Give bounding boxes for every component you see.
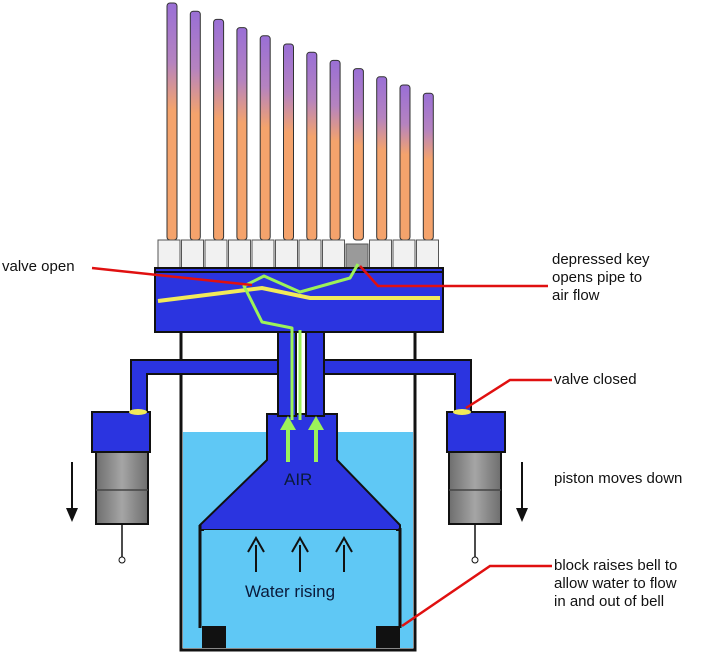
- key: [275, 239, 298, 269]
- organ-pipe: [376, 76, 388, 241]
- label-depressed-key-3: air flow: [552, 287, 600, 304]
- pointer-block: [401, 564, 552, 628]
- water-arrow-1: [247, 535, 265, 572]
- label-depressed-key-2: opens pipe to: [552, 269, 643, 286]
- pointer-valve-closed: [465, 378, 552, 410]
- organ-pipe: [166, 2, 178, 241]
- key: [416, 239, 439, 269]
- bell-inner-water: [204, 530, 396, 626]
- duct-left: [130, 359, 279, 413]
- organ-pipe: [189, 10, 201, 241]
- organ-pipe: [399, 84, 411, 241]
- key: [369, 239, 392, 269]
- label-block-2: allow water to flow: [554, 575, 677, 592]
- organ-pipe: [283, 43, 294, 241]
- piston-left: [91, 409, 151, 564]
- support-block-left: [202, 626, 226, 648]
- label-water-rising: Water rising: [245, 582, 336, 601]
- organ-pipe: [259, 35, 271, 241]
- valve-slot: [157, 285, 440, 303]
- key: [181, 239, 204, 269]
- piston-down-arrow-right: [516, 462, 528, 522]
- label-piston-moves-down: piston moves down: [554, 470, 683, 487]
- duct-right: [323, 359, 472, 413]
- organ-pipe: [352, 68, 364, 241]
- key: [298, 239, 322, 269]
- pointer-depressed-key: [359, 265, 548, 288]
- label-block-1: block raises bell to: [554, 557, 678, 574]
- water-arrow-2: [291, 535, 309, 572]
- organ-pipes: [166, 2, 434, 241]
- label-valve-open: valve open: [2, 258, 75, 275]
- piston-right: [446, 409, 506, 564]
- supply-pipe-right: [305, 331, 325, 417]
- organ-pipe: [329, 59, 341, 241]
- label-depressed-key-1: depressed key: [552, 251, 650, 268]
- label-air: AIR: [284, 470, 313, 489]
- key: [392, 239, 416, 269]
- air-arrow-left: [280, 416, 296, 462]
- organ-pipe: [422, 92, 434, 241]
- key: [251, 239, 275, 269]
- key: [228, 239, 251, 269]
- organ-pipe: [306, 51, 318, 241]
- air-flow-path: [242, 263, 360, 420]
- key: [322, 239, 345, 269]
- support-block-right: [376, 626, 400, 648]
- tank-walls: [179, 332, 417, 652]
- organ-pipe: [236, 27, 248, 241]
- water-arrow-3: [335, 535, 353, 572]
- organ-pipe: [213, 18, 225, 241]
- key: [157, 239, 181, 269]
- piston-down-arrow-left: [66, 462, 78, 522]
- air-arrow-right: [308, 416, 324, 462]
- key: [204, 239, 228, 269]
- label-valve-closed: valve closed: [554, 371, 637, 388]
- label-block-3: in and out of bell: [554, 593, 665, 610]
- pointer-valve-open: [91, 266, 253, 287]
